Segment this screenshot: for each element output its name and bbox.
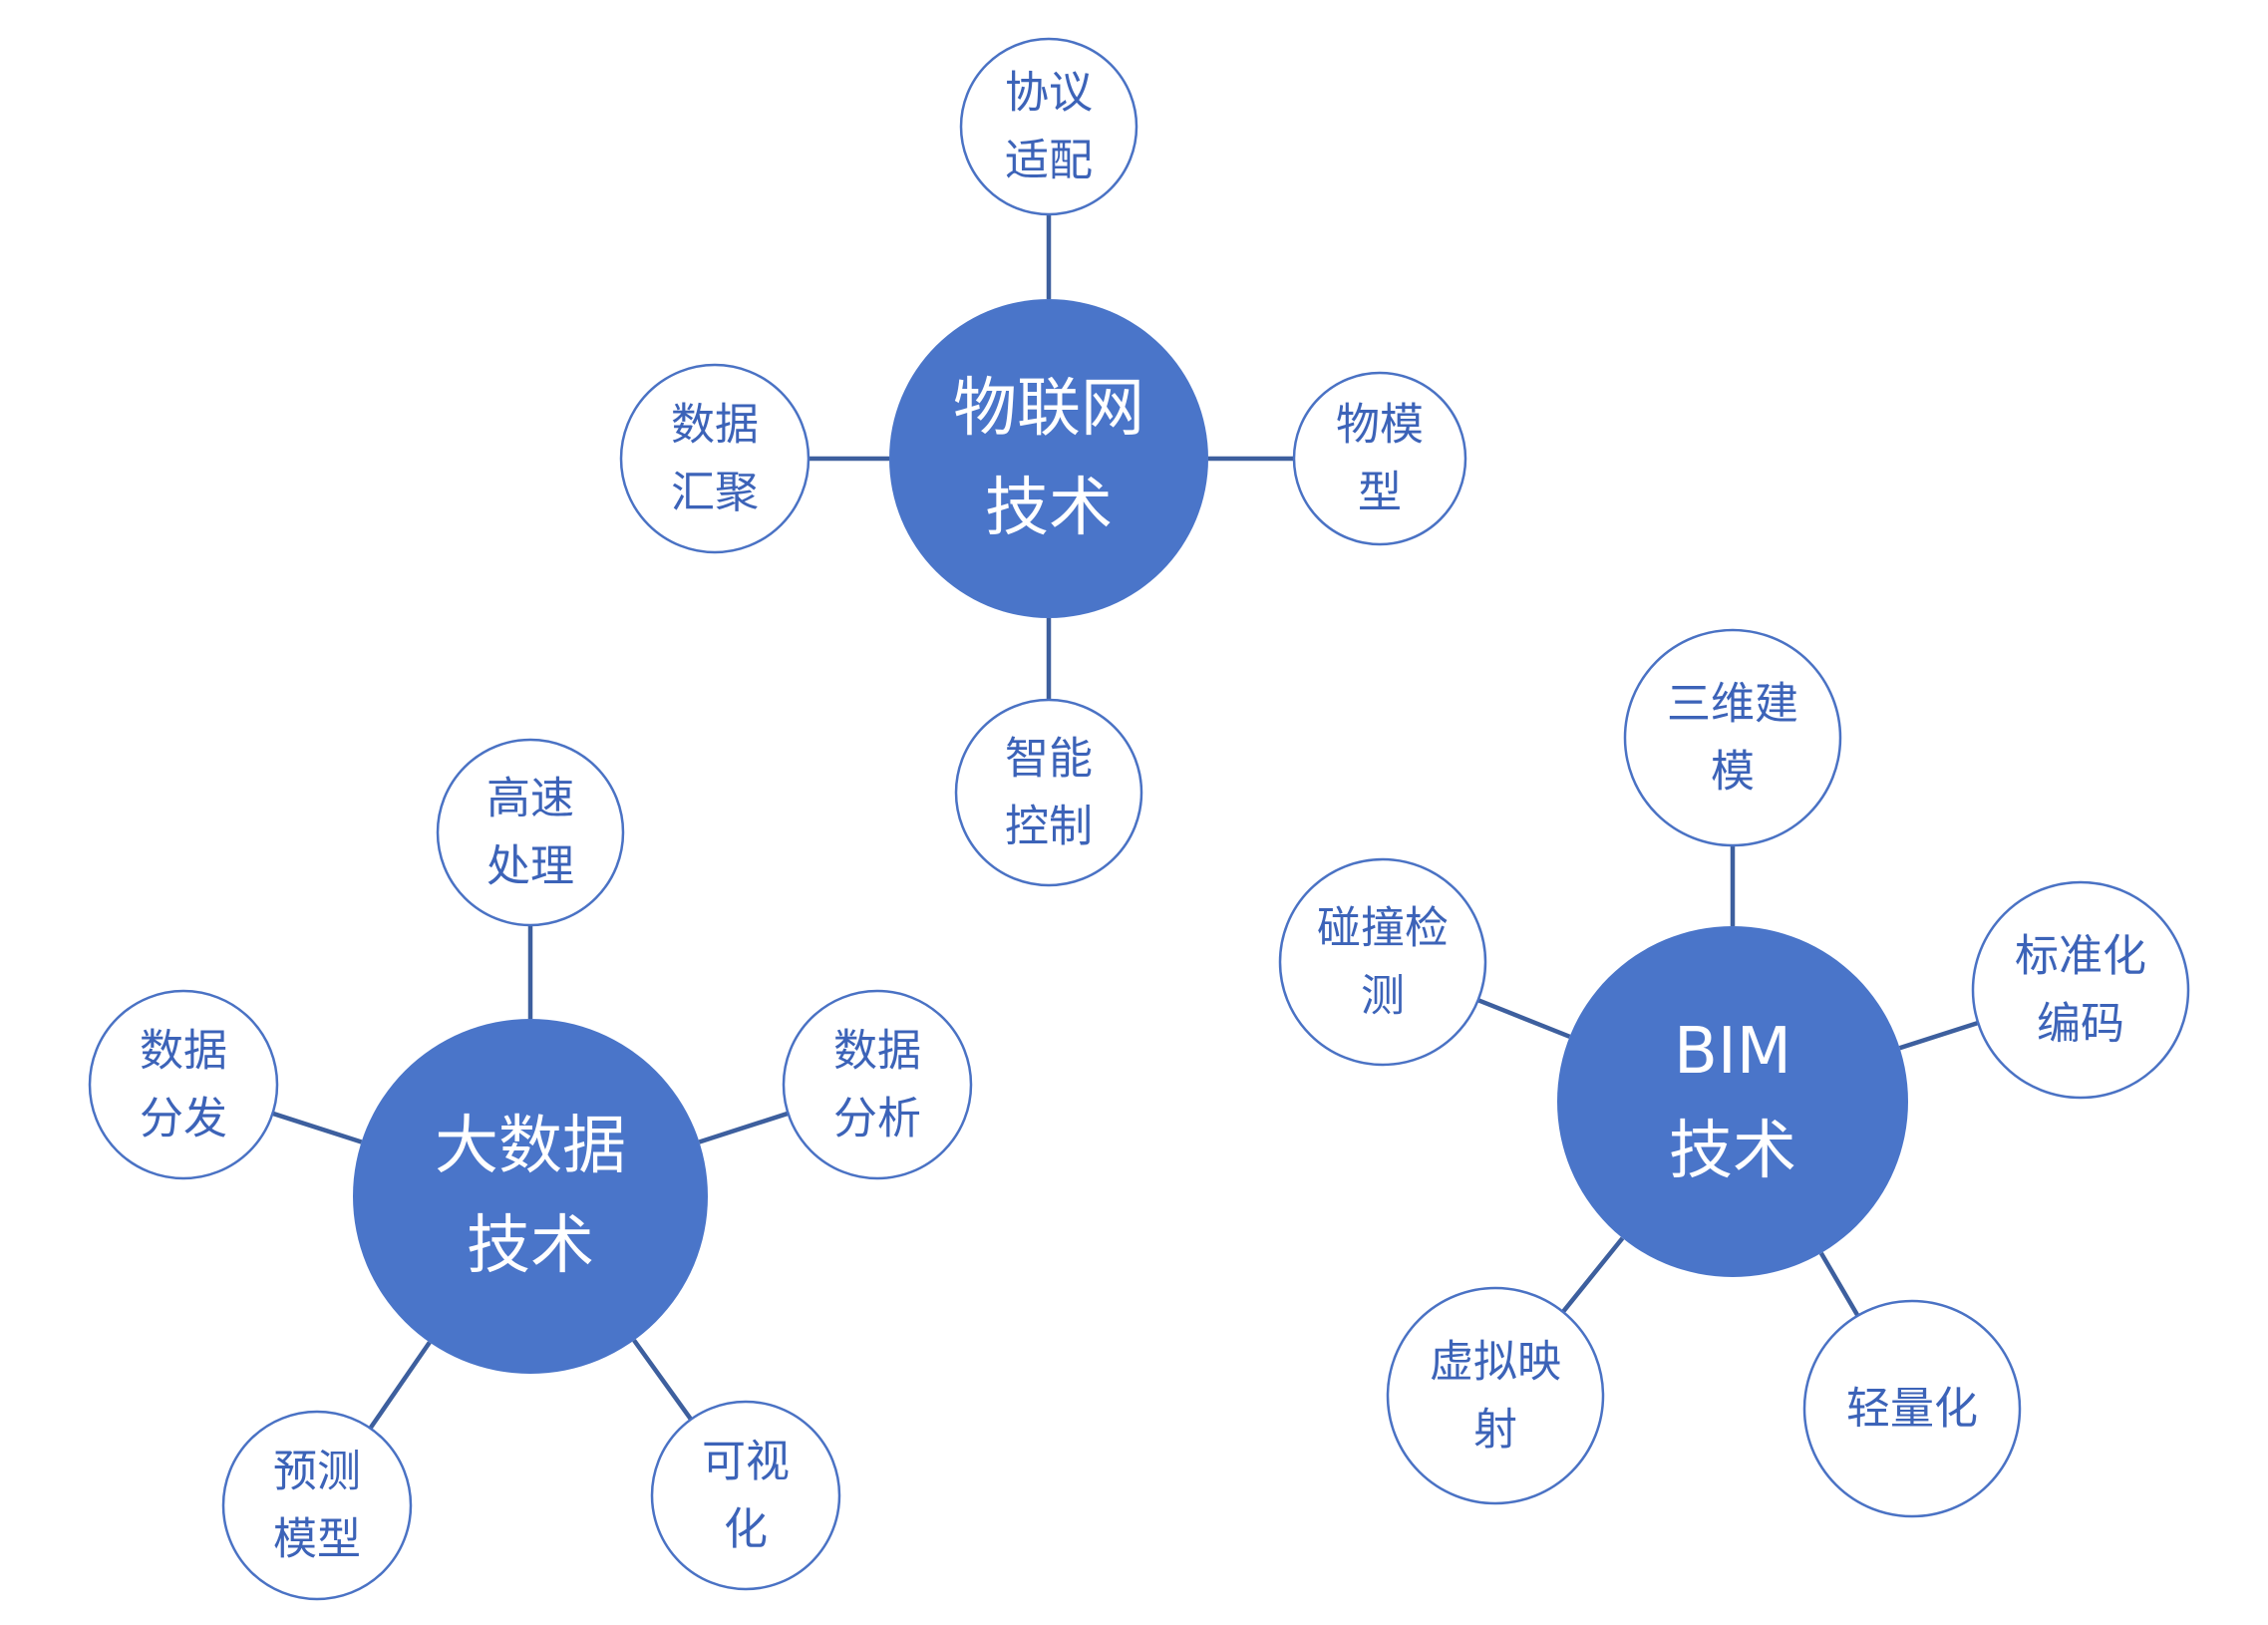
leaf-circle-standard-coding: [1971, 880, 2190, 1100]
node-layer: 物联网技术协议适配物模型智能控制数据汇聚大数据技术高速处理数据分析可视化预测模型…: [88, 37, 2190, 1601]
leaf-label-data-aggregation-line-2: 汇聚: [671, 468, 759, 518]
connector-bigdata-prediction-model: [368, 1341, 432, 1430]
leaf-label-smart-control-line-1: 智能: [1005, 734, 1093, 785]
leaf-circle-data-analysis: [782, 989, 973, 1180]
hub-label-bigdata-line-1: 大数据: [435, 1110, 626, 1183]
leaf-label-3d-modeling-line-2: 模: [1711, 747, 1755, 798]
leaf-label-standard-coding-line-1: 标准化: [2015, 931, 2146, 982]
connector-bigdata-data-distribution: [271, 1111, 363, 1144]
leaf-label-high-speed-line-1: 高速: [486, 774, 574, 824]
leaf-circle-3d-modeling: [1623, 628, 1842, 847]
connector-bigdata-visualization: [632, 1339, 693, 1422]
leaf-label-protocol-line-1: 协议: [1005, 68, 1093, 119]
leaf-label-3d-modeling-line-1: 三维建: [1667, 679, 1798, 730]
hub-circle-iot: [889, 299, 1208, 618]
leaf-circle-data-distribution: [88, 989, 279, 1180]
leaf-circle-virtual-mapping: [1386, 1286, 1605, 1505]
hub-circle-bigdata: [353, 1019, 708, 1374]
leaf-label-protocol-line-2: 适配: [1005, 136, 1093, 186]
hub-label-bim-line-2: 技术: [1669, 1115, 1796, 1188]
leaf-label-collision-detection-line-1: 碰撞检: [1317, 903, 1449, 954]
hub-label-bim-line-1: BIM: [1674, 1015, 1791, 1089]
leaf-circle-object-model: [1292, 371, 1467, 546]
hub-circle-bim: [1557, 926, 1908, 1277]
leaf-circle-data-aggregation: [619, 363, 810, 554]
connector-bim-standard-coding: [1898, 1020, 1979, 1051]
hub-node-bim: BIM 技术: [1557, 926, 1908, 1277]
leaf-label-visualization-line-2: 化: [724, 1504, 768, 1555]
connector-bim-virtual-mapping: [1561, 1236, 1625, 1314]
hub-label-bigdata-line-2: 技术: [467, 1209, 594, 1283]
leaf-label-prediction-model-line-2: 模型: [273, 1514, 361, 1565]
hub-label-iot-line-1: 物联网: [953, 372, 1144, 446]
leaf-circle-protocol: [959, 37, 1138, 216]
leaf-circle-collision-detection: [1278, 857, 1487, 1067]
connector-bim-lightweight: [1818, 1251, 1860, 1317]
leaf-label-data-aggregation-line-1: 数据: [671, 400, 759, 451]
leaf-label-data-analysis-line-2: 分析: [833, 1094, 921, 1144]
leaf-label-data-distribution-line-1: 数据: [140, 1026, 227, 1077]
leaf-node-visualization: 可视化: [650, 1400, 841, 1591]
leaf-label-standard-coding-line-2: 编码: [2037, 999, 2124, 1050]
leaf-label-data-analysis-line-1: 数据: [833, 1026, 921, 1077]
leaf-label-collision-detection-line-2: 测: [1361, 971, 1405, 1022]
leaf-circle-high-speed: [436, 738, 625, 927]
connector-bim-collision-detection: [1476, 998, 1571, 1039]
leaf-label-object-model-line-2: 型: [1358, 468, 1402, 518]
hub-label-iot-line-2: 技术: [985, 472, 1113, 545]
leaf-circle-visualization: [650, 1400, 841, 1591]
leaf-label-prediction-model-line-1: 预测: [273, 1447, 361, 1497]
leaf-label-virtual-mapping-line-2: 射: [1473, 1405, 1517, 1456]
leaf-node-lightweight: 轻量化: [1802, 1299, 2022, 1518]
leaf-label-data-distribution-line-2: 分发: [140, 1094, 227, 1144]
leaf-label-visualization-line-1: 可视: [702, 1437, 790, 1487]
leaf-label-lightweight-line-1: 轻量化: [1846, 1384, 1978, 1435]
connector-bigdata-data-analysis: [698, 1111, 790, 1144]
leaf-circle-lightweight: [1802, 1299, 2022, 1518]
leaf-circle-prediction-model: [221, 1410, 413, 1601]
leaf-node-object-model: 物模型: [1292, 371, 1467, 546]
leaf-label-object-model-line-1: 物模: [1336, 400, 1424, 451]
leaf-label-high-speed-line-2: 处理: [486, 841, 574, 892]
leaf-circle-smart-control: [954, 698, 1143, 887]
leaf-label-virtual-mapping-line-1: 虚拟映: [1430, 1337, 1561, 1388]
leaf-label-smart-control-line-2: 控制: [1005, 802, 1093, 852]
connector-layer: [271, 214, 1979, 1430]
